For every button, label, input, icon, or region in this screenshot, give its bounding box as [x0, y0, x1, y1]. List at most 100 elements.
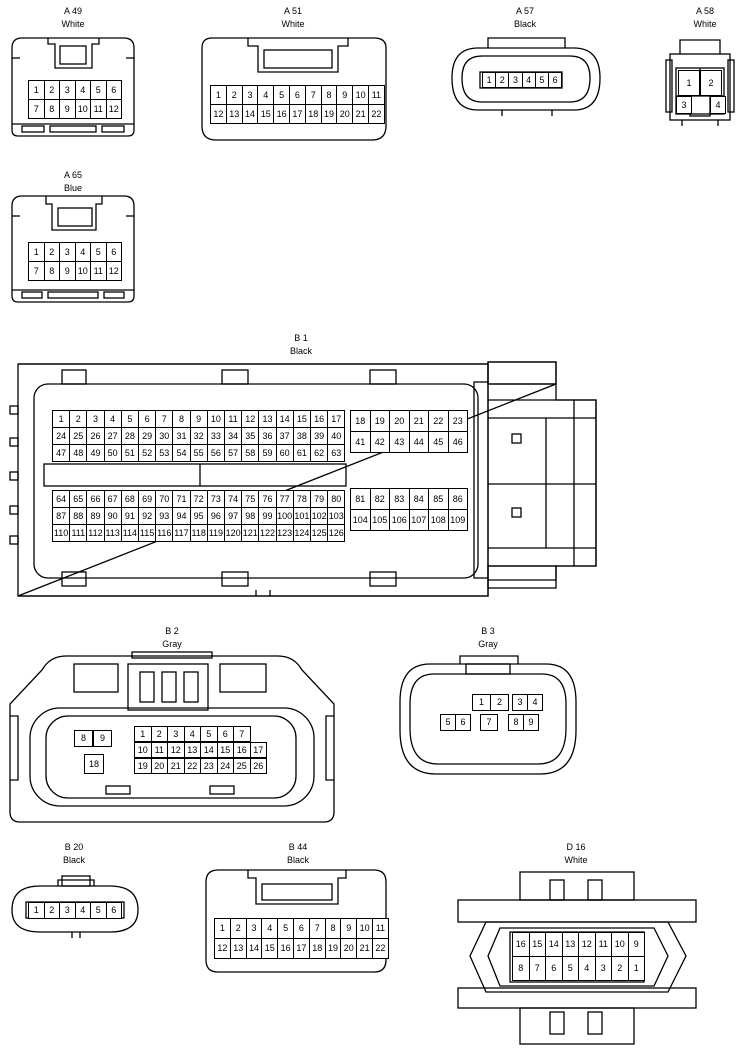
- b2-pin: 4: [183, 726, 201, 742]
- connector-b44-id: B 44: [288, 842, 308, 852]
- a58-pin: 3: [676, 96, 692, 114]
- b44-pin: 8: [324, 918, 342, 939]
- d16-pin: 10: [611, 932, 629, 957]
- b1-pin: 111: [69, 524, 88, 542]
- a51-pin: 4: [257, 85, 275, 105]
- b44-pin: 12: [214, 938, 231, 959]
- b1-pin: 25: [69, 427, 88, 445]
- b1-pin: 98: [241, 507, 260, 525]
- b20-pin: 2: [43, 902, 60, 919]
- b1-pin: 33: [206, 427, 225, 445]
- b44-pin: 4: [261, 918, 279, 939]
- b3-pin: 8: [508, 714, 524, 731]
- b1-shell: [9, 361, 597, 597]
- b1-pin: 62: [310, 444, 329, 462]
- a51-pin: 16: [273, 104, 290, 124]
- b1-pin: 107: [408, 509, 429, 531]
- b20-pin: 6: [105, 902, 122, 919]
- connector-a51-color: White: [281, 19, 305, 29]
- b1-pin: 3: [86, 410, 105, 428]
- a65-shell: [11, 195, 135, 303]
- a51-pin: 9: [336, 85, 354, 105]
- b1-pin: 82: [369, 488, 390, 510]
- a51-pin: 20: [336, 104, 354, 124]
- b1-pin: 69: [138, 490, 157, 508]
- b1-pin: 88: [69, 507, 88, 525]
- a51-pin: 17: [289, 104, 306, 124]
- b2-pin: 25: [233, 758, 251, 774]
- b1-pin: 118: [189, 524, 208, 542]
- b1-pin: 45: [428, 431, 449, 453]
- d16-pin: 3: [594, 956, 612, 981]
- a57-pin: 5: [534, 72, 549, 88]
- b1-pin: 80: [327, 490, 346, 508]
- b2-pin: 21: [167, 758, 185, 774]
- b1-pin: 103: [327, 507, 346, 525]
- b44-pin: 16: [277, 938, 294, 959]
- a49-pin: 10: [74, 99, 91, 119]
- b1-pin: 115: [138, 524, 157, 542]
- connector-b2-color: Gray: [162, 639, 182, 649]
- b1-pin: 23: [447, 410, 468, 432]
- a57-pin: 2: [495, 72, 510, 88]
- b1-pin: 24: [52, 427, 71, 445]
- b2-pin: 6: [216, 726, 234, 742]
- a58-pin: 2: [700, 70, 722, 96]
- a51-pin: 10: [352, 85, 369, 105]
- connector-a57-id: A 57: [515, 6, 535, 16]
- b2-pin: 10: [134, 742, 152, 758]
- a49-pin: 1: [28, 80, 45, 100]
- b1-pin: 19: [369, 410, 390, 432]
- b1-pin: 10: [206, 410, 225, 428]
- b1-pin: 121: [241, 524, 260, 542]
- b1-pin: 74: [224, 490, 243, 508]
- b1-pin: 1: [52, 410, 71, 428]
- b3-pin: 1: [472, 694, 491, 711]
- a58-pin: 4: [710, 96, 726, 114]
- a65-pin: 6: [105, 242, 122, 262]
- a51-pin: 13: [225, 104, 243, 124]
- b1-pin: 123: [275, 524, 294, 542]
- b1-pin: 84: [408, 488, 429, 510]
- connector-b1-id: B 1: [294, 333, 308, 343]
- a49-shell: [11, 37, 135, 137]
- b1-pin: 56: [206, 444, 225, 462]
- a51-pin: 1: [210, 85, 227, 105]
- a65-pin: 4: [74, 242, 91, 262]
- b44-pin: 10: [356, 918, 373, 939]
- b3-pin: 9: [523, 714, 539, 731]
- b1-pin: 67: [103, 490, 122, 508]
- b1-pin: 109: [447, 509, 468, 531]
- b2-pin: 11: [150, 742, 168, 758]
- b1-pin: 72: [189, 490, 208, 508]
- b1-pin: 76: [258, 490, 277, 508]
- b3-pin: 7: [480, 714, 498, 731]
- b1-pin: 99: [258, 507, 277, 525]
- b2-shell: [9, 651, 335, 823]
- b1-pin: 78: [292, 490, 311, 508]
- b1-pin: 27: [103, 427, 122, 445]
- b1-pin: 36: [258, 427, 277, 445]
- b1-pin: 104: [350, 509, 371, 531]
- a57-pin: 6: [548, 72, 563, 88]
- b1-pin: 28: [120, 427, 139, 445]
- b1-pin: 71: [172, 490, 191, 508]
- b44-pin: 14: [245, 938, 263, 959]
- b2-pin: 13: [183, 742, 201, 758]
- connector-a51-id: A 51: [283, 6, 303, 16]
- b1-pin: 125: [310, 524, 329, 542]
- b2-pin: 5: [200, 726, 218, 742]
- a49-pin: 7: [28, 99, 45, 119]
- b44-pin: 17: [293, 938, 310, 959]
- b1-pin: 44: [408, 431, 429, 453]
- a49-pin: 3: [59, 80, 76, 100]
- b1-pin: 106: [389, 509, 410, 531]
- b1-pin: 102: [310, 507, 329, 525]
- b1-pin: 89: [86, 507, 105, 525]
- d16-pin: 9: [627, 932, 645, 957]
- b1-pin: 55: [189, 444, 208, 462]
- b1-pin: 114: [120, 524, 139, 542]
- b2-pin: 23: [200, 758, 218, 774]
- b2-pin: 20: [150, 758, 168, 774]
- b1-pin: 22: [428, 410, 449, 432]
